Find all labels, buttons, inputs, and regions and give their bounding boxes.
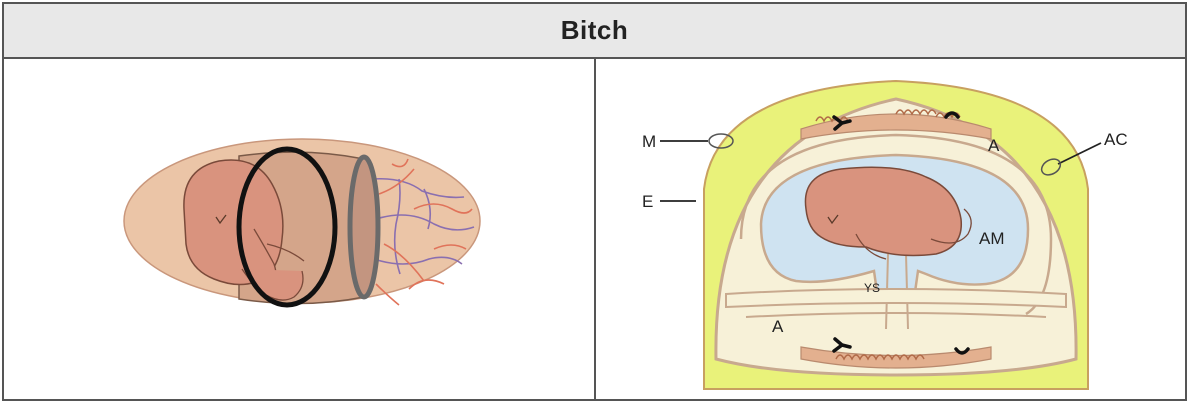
table-header: Bitch (4, 4, 1185, 59)
label-ys: YS (864, 281, 880, 295)
label-e: E (642, 192, 653, 211)
label-a-top: A (988, 136, 1000, 155)
left-panel (4, 59, 596, 399)
placenta-cross-section-illustration: A A AM YS M E AC (596, 59, 1185, 399)
header-title: Bitch (561, 15, 629, 46)
placenta-external-view-illustration (4, 59, 594, 399)
label-m: M (642, 132, 656, 151)
label-ac: AC (1104, 130, 1128, 149)
label-a-bottom: A (772, 317, 784, 336)
right-panel: A A AM YS M E AC (596, 59, 1185, 399)
band-right-edge (350, 157, 378, 297)
label-am: AM (979, 229, 1005, 248)
